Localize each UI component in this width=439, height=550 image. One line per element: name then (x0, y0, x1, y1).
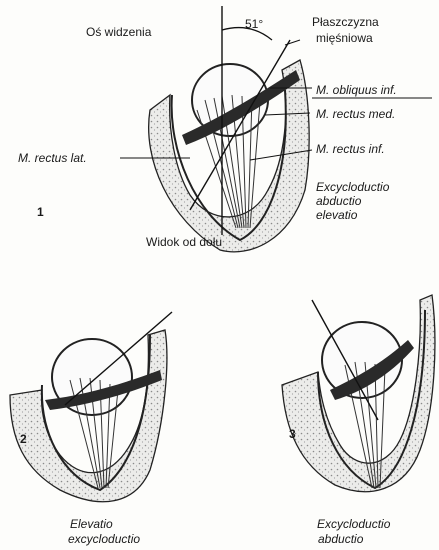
orbit-figure-2 (10, 312, 172, 502)
figure-number-2: 2 (20, 432, 27, 446)
action-label-3a: Excycloductio (317, 518, 390, 531)
action-label-2b: excycloductio (68, 533, 140, 546)
action-label-1a: Excycloductio (316, 181, 389, 194)
obliquus-inf-label: M. obliquus inf. (316, 84, 397, 97)
muscle-plane-label-line2: mięśniowa (316, 32, 373, 45)
orbit-figure-1 (120, 6, 432, 252)
rectus-med-label: M. rectus med. (316, 108, 395, 121)
view-caption: Widok od dołu (146, 236, 222, 249)
figure-number-3: 3 (289, 427, 296, 441)
action-label-3b: abductio (318, 533, 363, 546)
rectus-lat-label: M. rectus lat. (18, 152, 87, 165)
muscle-plane-label-line1: Płaszczyzna (312, 16, 379, 29)
action-label-1b: abductio (316, 195, 361, 208)
orbit-figure-3 (282, 295, 435, 492)
visual-axis-label: Oś widzenia (86, 26, 151, 39)
action-label-1c: elevatio (316, 209, 357, 222)
figure-number-1: 1 (37, 205, 44, 219)
angle-label: 51° (245, 18, 263, 31)
action-label-2a: Elevatio (70, 518, 113, 531)
rectus-inf-label: M. rectus inf. (316, 143, 385, 156)
